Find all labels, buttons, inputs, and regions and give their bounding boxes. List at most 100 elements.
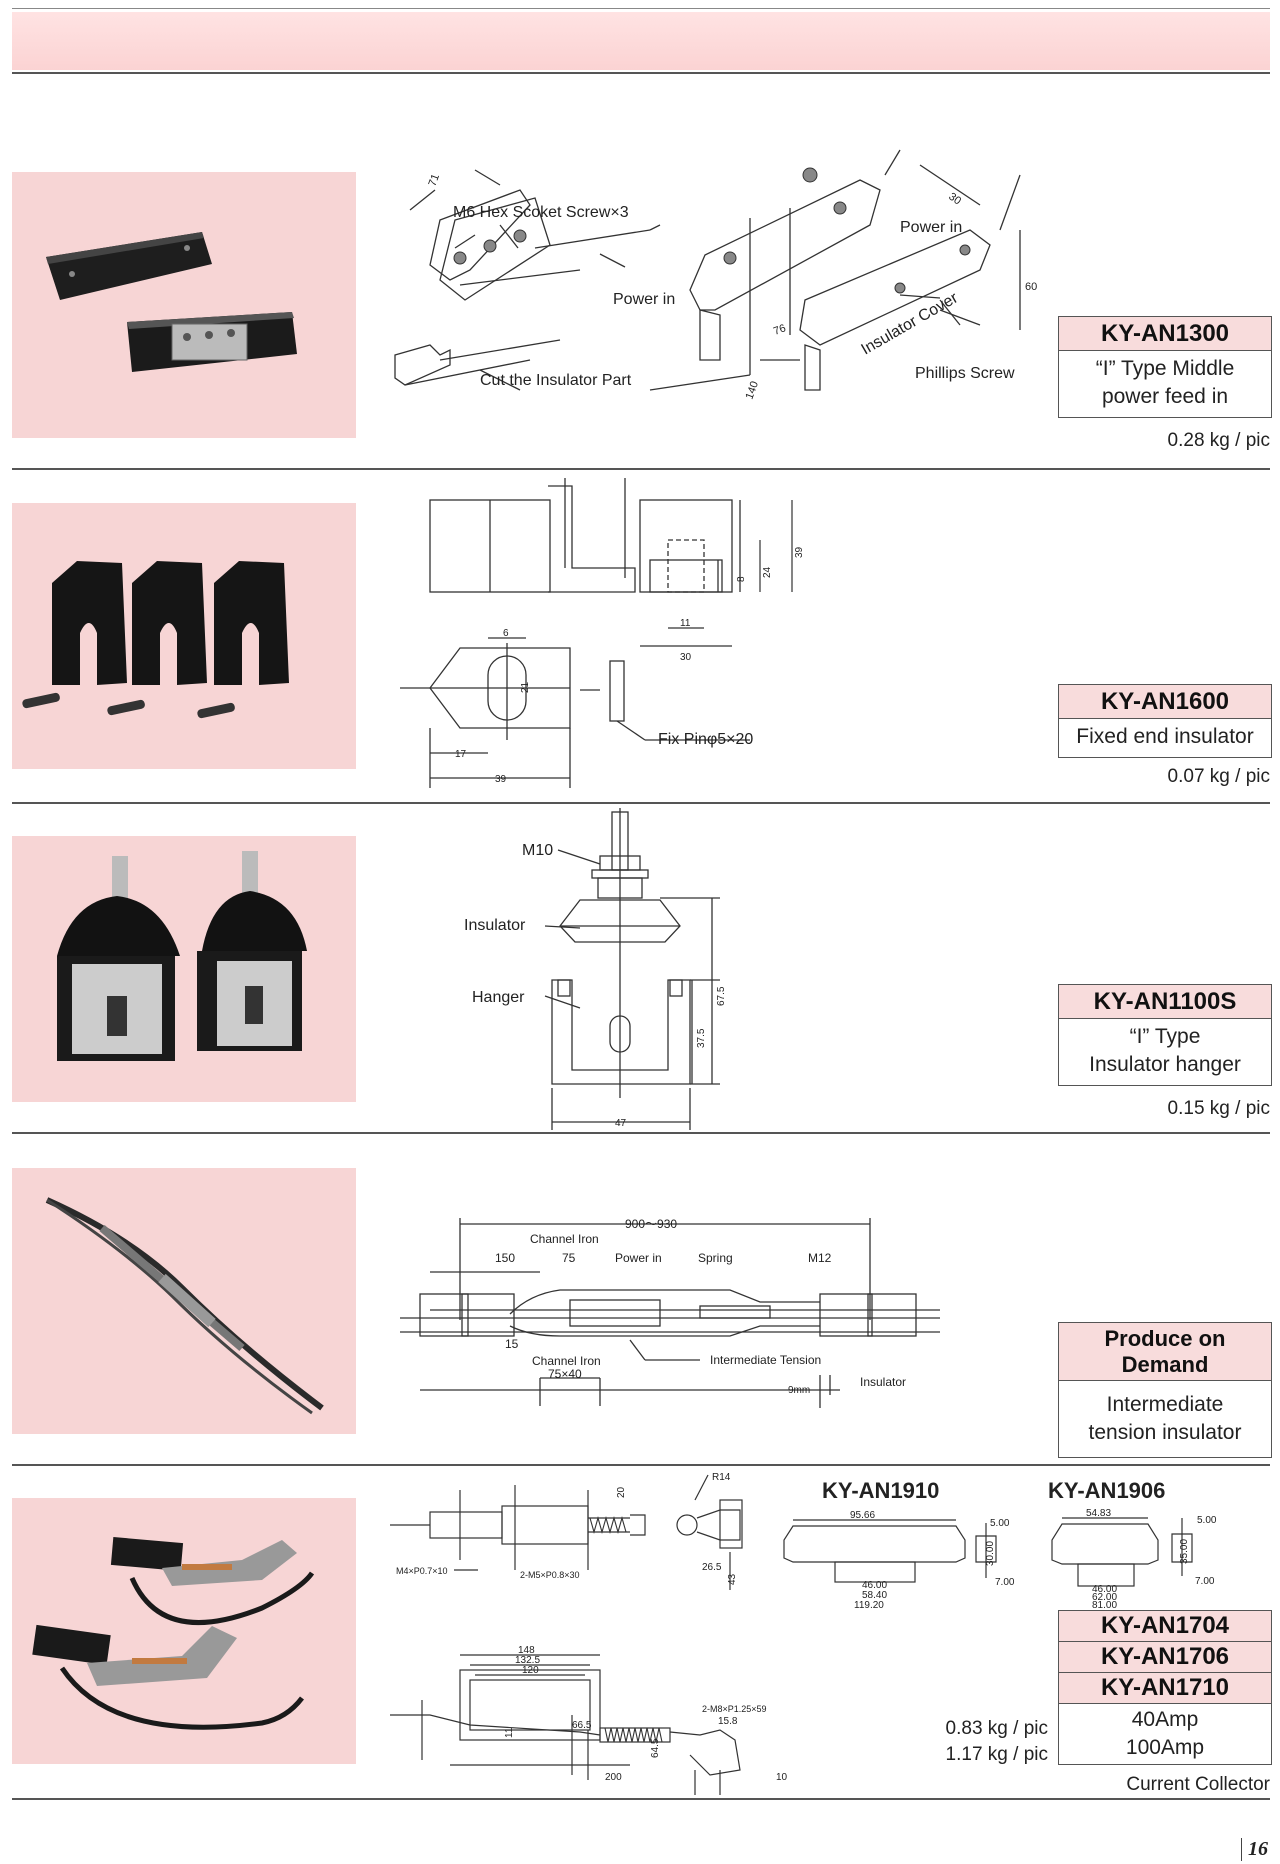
- product-code: KY-AN1600: [1059, 685, 1271, 719]
- fixed-end-drawing: Fix Pinφ5×20 6 21 17 39 11 30 8 24 39: [400, 478, 805, 788]
- dim-95-66: 95.66: [850, 1510, 875, 1521]
- power-feed-photo-art: [46, 232, 297, 372]
- dim-67-5: 67.5: [716, 986, 727, 1006]
- product-tag-an1600: KY-AN1600 Fixed end insulator: [1058, 684, 1272, 758]
- product-description: “I” Type Insulator hanger: [1059, 1019, 1271, 1085]
- dim-76: 76: [772, 322, 788, 337]
- dim-75: 75: [562, 1251, 576, 1265]
- product-tag-an1300: KY-AN1300 “I” Type Middle power feed in: [1058, 316, 1272, 418]
- product-description: Fixed end insulator: [1076, 725, 1254, 748]
- photo-tension-insulator: [12, 1168, 356, 1434]
- desc-line-2: Insulator hanger: [1089, 1053, 1241, 1076]
- dim-35: 35.00: [1179, 1539, 1190, 1564]
- label-m12: M12: [808, 1251, 832, 1265]
- label-m5-screw: 2-M5×P0.8×30: [520, 1570, 580, 1580]
- label-channel-iron-bottom: Channel Iron: [532, 1354, 601, 1368]
- dim-43: 43: [727, 1573, 738, 1585]
- banner-rule: [12, 72, 1270, 74]
- photo-power-feed: [12, 172, 356, 438]
- dim-15: 15: [505, 1337, 519, 1351]
- label-hanger: Hanger: [472, 989, 525, 1006]
- product-tag-an1100s: KY-AN1100S “I” Type Insulator hanger: [1058, 984, 1272, 1086]
- dim-5: 5.00: [990, 1518, 1010, 1529]
- dim-30: 30.00: [985, 1541, 996, 1566]
- label-m4-screw: M4×P0.7×10: [396, 1566, 448, 1576]
- dim-15-8: 15.8: [718, 1716, 738, 1727]
- dim-120: 120: [522, 1665, 539, 1676]
- dim-9mm: 9mm: [788, 1385, 810, 1396]
- product-code-1706: KY-AN1706: [1059, 1642, 1271, 1673]
- product-code: KY-AN1100S: [1059, 985, 1271, 1019]
- dim-24: 24: [762, 566, 773, 578]
- dim-11: 11: [680, 618, 691, 629]
- dim-132-5: 132.5: [515, 1655, 540, 1666]
- dim-37-5: 37.5: [696, 1028, 707, 1048]
- dim-r14: R14: [712, 1472, 731, 1483]
- label-channel-iron-top: Channel Iron: [530, 1232, 599, 1246]
- sub-code-an1910: KY-AN1910: [822, 1478, 939, 1503]
- photo-current-collector: [12, 1498, 356, 1764]
- section-rule-2: [12, 802, 1270, 804]
- dim-26-5: 26.5: [702, 1562, 722, 1573]
- product-weight: 0.07 kg / pic: [1167, 766, 1270, 787]
- label-power-in-b: Power in: [900, 219, 962, 236]
- dim-5: 5.00: [1197, 1515, 1217, 1526]
- dim-10: 10: [776, 1772, 788, 1783]
- an1910-drawing: KY-AN1910 95.66 46.00 58.40 119.20 5.00 …: [783, 1478, 1015, 1611]
- dim-75x40: 75×40: [548, 1367, 582, 1381]
- dim-8: 8: [736, 576, 747, 582]
- desc-line-1: “I” Type: [1129, 1025, 1201, 1048]
- product-code-1710: KY-AN1710: [1059, 1673, 1271, 1704]
- product-description: Intermediate tension insulator: [1059, 1381, 1271, 1457]
- dim-54-83: 54.83: [1086, 1508, 1111, 1519]
- dim-46: 46.00: [1092, 1584, 1117, 1595]
- power-feed-drawing: M6 Hex Scoket Screw×3 Power in Cut the I…: [394, 149, 1037, 401]
- product-description: “I” Type Middle power feed in: [1059, 351, 1271, 417]
- desc-line-1: Intermediate: [1106, 1393, 1224, 1416]
- dim-46: 46.00: [862, 1580, 887, 1591]
- label-cut-insulator: Cut the Insulator Part: [480, 372, 632, 389]
- label-spring: Spring: [698, 1251, 733, 1265]
- dim-60: 60: [1025, 281, 1037, 293]
- product-amperage: 40Amp 100Amp: [1059, 1704, 1271, 1764]
- dim-150: 150: [495, 1251, 515, 1265]
- product-weight: 0.15 kg / pic: [1167, 1098, 1270, 1119]
- photo-fixed-end-insulator: [12, 503, 356, 769]
- desc-line-2: power feed in: [1101, 385, 1229, 408]
- dim-71: 71: [427, 172, 442, 188]
- dim-7: 7.00: [995, 1577, 1015, 1588]
- collector-caption: Current Collector: [1126, 1774, 1270, 1795]
- dim-64-5: 64.5: [650, 1738, 661, 1758]
- label-m8-screw: 2-M8×P1.25×59: [702, 1704, 767, 1714]
- dim-6: 6: [503, 628, 509, 639]
- section-rule-1: [12, 468, 1270, 470]
- dim-11: 11: [504, 1727, 515, 1738]
- dim-148: 148: [518, 1645, 535, 1656]
- dim-62: 62.00: [1092, 1592, 1117, 1603]
- header-banner: [12, 12, 1270, 70]
- dim-66-5: 66.5: [572, 1720, 592, 1731]
- top-rule: [12, 8, 1270, 9]
- label-intermediate-tension: Intermediate Tension: [710, 1353, 821, 1367]
- label-power-in-a: Power in: [613, 291, 675, 308]
- desc-line-1: “I” Type Middle: [1095, 357, 1235, 380]
- label-hex-screw: M6 Hex Scoket Screw×3: [453, 204, 629, 221]
- dim-39-height: 39: [794, 546, 805, 558]
- label-insulator: Insulator: [860, 1375, 906, 1389]
- product-code: Produce on Demand: [1059, 1323, 1271, 1381]
- label-m10: M10: [522, 842, 553, 859]
- dim-17: 17: [455, 749, 467, 760]
- dim-47: 47: [615, 1118, 627, 1129]
- insulator-hanger-photo-art: [57, 851, 307, 1061]
- current-collector-drawing: R14 20 M4×P0.7×10 2-M5×P0.8×30 26.5 43 1…: [390, 1472, 788, 1795]
- label-insulator-cover: Insulator Cover: [859, 289, 962, 358]
- product-weight: 0.28 kg / pic: [1167, 430, 1270, 451]
- dim-21: 21: [520, 681, 531, 693]
- dim-200: 200: [605, 1772, 622, 1783]
- collector-weight-2: 1.17 kg / pic: [945, 1744, 1048, 1765]
- dim-39-width: 39: [495, 774, 507, 785]
- label-phillips-screw: Phillips Screw: [915, 365, 1015, 382]
- section-rule-5: [12, 1798, 1270, 1800]
- fixed-end-photo-art: [22, 561, 289, 719]
- dim-81: 81.00: [1092, 1600, 1117, 1611]
